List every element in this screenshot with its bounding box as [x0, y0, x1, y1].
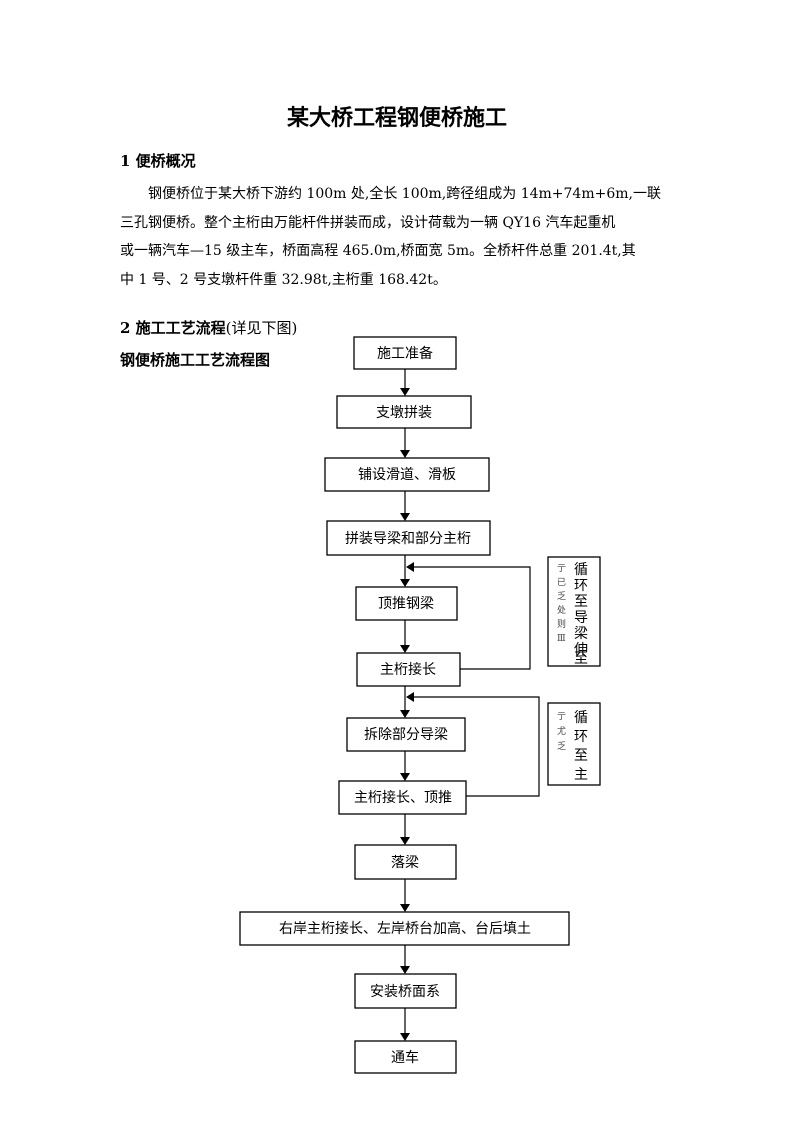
svg-text:环: 环 [574, 578, 588, 594]
flow-step-3: 铺设滑道、滑板 [324, 457, 490, 492]
svg-text:导: 导 [574, 610, 588, 626]
flow-step-8: 主桁接长、顶推 [338, 780, 467, 815]
paragraph-line: 三孔钢便桥。整个主桁由万能杆件拼装而成，设计荷载为一辆 QY16 汽车起重机 [120, 214, 616, 231]
svg-text:亍: 亍 [557, 712, 566, 722]
svg-text:右岸主桁接长、左岸桥台加高、台后填土: 右岸主桁接长、左岸桥台加高、台后填土 [279, 920, 531, 937]
svg-text:安装桥面系: 安装桥面系 [370, 984, 440, 1000]
svg-text:尤: 尤 [557, 725, 566, 737]
loop-connector-2 [406, 692, 540, 797]
svg-text:至: 至 [574, 748, 588, 764]
svg-text:至: 至 [574, 651, 588, 667]
svg-text:处: 处 [557, 604, 566, 616]
svg-text:乏: 乏 [557, 591, 566, 602]
flow-step-10: 右岸主桁接长、左岸桥台加高、台后填土 [239, 911, 570, 946]
svg-text:拼装导梁和部分主桁: 拼装导梁和部分主桁 [345, 531, 471, 547]
svg-text:主: 主 [574, 767, 588, 783]
svg-text:至: 至 [574, 594, 588, 610]
svg-text:乏: 乏 [557, 741, 566, 752]
paragraph-line: 中 1 号、2 号支墩杆件重 32.98t,主桁重 168.42t。 [120, 271, 447, 288]
document-title: 某大桥工程钢便桥施工 [286, 105, 507, 131]
svg-text:已: 已 [557, 577, 566, 588]
flow-connectors [400, 369, 410, 1041]
svg-text:通车: 通车 [391, 1049, 419, 1066]
flow-step-11: 安装桥面系 [354, 973, 457, 1009]
svg-text:支墩拼装: 支墩拼装 [376, 405, 432, 421]
svg-text:则: 则 [557, 618, 566, 630]
svg-text:循: 循 [574, 562, 588, 578]
svg-text:拆除部分导梁: 拆除部分导梁 [364, 727, 448, 743]
paragraph-line: 或一辆汽车—15 级主车，桥面高程 465.0m,桥面宽 5m。全桥杆件总重 2… [120, 243, 636, 259]
svg-text:施工准备: 施工准备 [377, 345, 433, 362]
svg-text:梁: 梁 [574, 626, 588, 642]
flow-step-4: 拼装导梁和部分主桁 [326, 520, 491, 556]
svg-text:落梁: 落梁 [391, 855, 419, 871]
flow-step-1: 施工准备 [353, 336, 457, 370]
svg-text:Ⅲ: Ⅲ [557, 634, 566, 644]
flow-step-12: 通车 [354, 1040, 457, 1074]
section-heading-2: 2 施工工艺流程(详见下图) [120, 319, 298, 337]
overview-paragraph: 钢便桥位于某大桥下游约 100m 处,全长 100m,跨径组成为 14m+74m… [120, 180, 680, 294]
flowchart-title: 钢便桥施工工艺流程图 [120, 351, 271, 369]
loop-connector-1 [406, 562, 531, 670]
svg-text:环: 环 [574, 729, 588, 745]
section-heading-1: 1 便桥概况 [120, 152, 196, 170]
svg-text:顶推钢梁: 顶推钢梁 [378, 596, 434, 612]
loop-note-1: 亍 已 乏 处 则 Ⅲ 循 环 至 导 梁 伸 至 [547, 556, 601, 667]
svg-text:主桁接长、顶推: 主桁接长、顶推 [354, 789, 452, 806]
loop-note-2: 亍 尤 乏 循 环 至 主 [547, 702, 601, 786]
flow-step-7: 拆除部分导梁 [346, 717, 466, 752]
flow-step-9: 落梁 [354, 844, 457, 880]
flow-step-5: 顶推钢梁 [355, 586, 458, 621]
flow-step-2: 支墩拼装 [336, 395, 472, 429]
svg-text:伸: 伸 [574, 642, 588, 658]
paragraph-line: 钢便桥位于某大桥下游约 100m 处,全长 100m,跨径组成为 14m+74m… [148, 186, 661, 202]
svg-text:亍: 亍 [557, 564, 566, 574]
svg-text:主桁接长: 主桁接长 [380, 661, 436, 678]
svg-text:循: 循 [574, 710, 588, 726]
svg-text:铺设滑道、滑板: 铺设滑道、滑板 [358, 466, 456, 483]
flow-step-6: 主桁接长 [356, 652, 461, 687]
